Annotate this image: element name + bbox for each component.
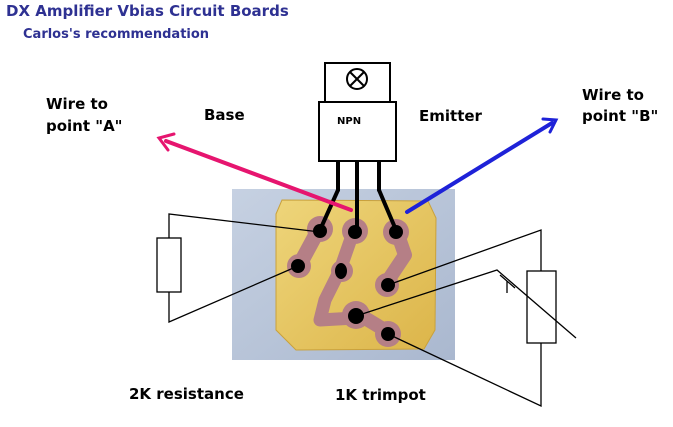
label-wire-to-a-line2: point "A": [46, 117, 123, 135]
label-wire-to-a-line1: Wire to: [46, 95, 108, 113]
label-emitter: Emitter: [419, 107, 482, 125]
label-transistor-type: NPN: [337, 116, 362, 127]
diagram-subtitle: Carlos's recommendation: [23, 27, 210, 42]
wire-to-a: [156, 132, 353, 212]
label-wire-to-b-line2: point "B": [582, 107, 659, 125]
transistor-legs: [318, 159, 398, 232]
label-base: Base: [204, 106, 245, 124]
wire-to-b: [405, 117, 559, 214]
npn-transistor: [318, 62, 397, 162]
label-2k-resistance: 2K resistance: [129, 385, 244, 403]
diagram-title: DX Amplifier Vbias Circuit Boards: [6, 2, 289, 20]
trimpot-1k: [355, 229, 577, 408]
label-1k-trimpot: 1K trimpot: [335, 386, 426, 404]
resistor-2k: [156, 213, 321, 323]
label-wire-to-b-line1: Wire to: [582, 86, 644, 104]
